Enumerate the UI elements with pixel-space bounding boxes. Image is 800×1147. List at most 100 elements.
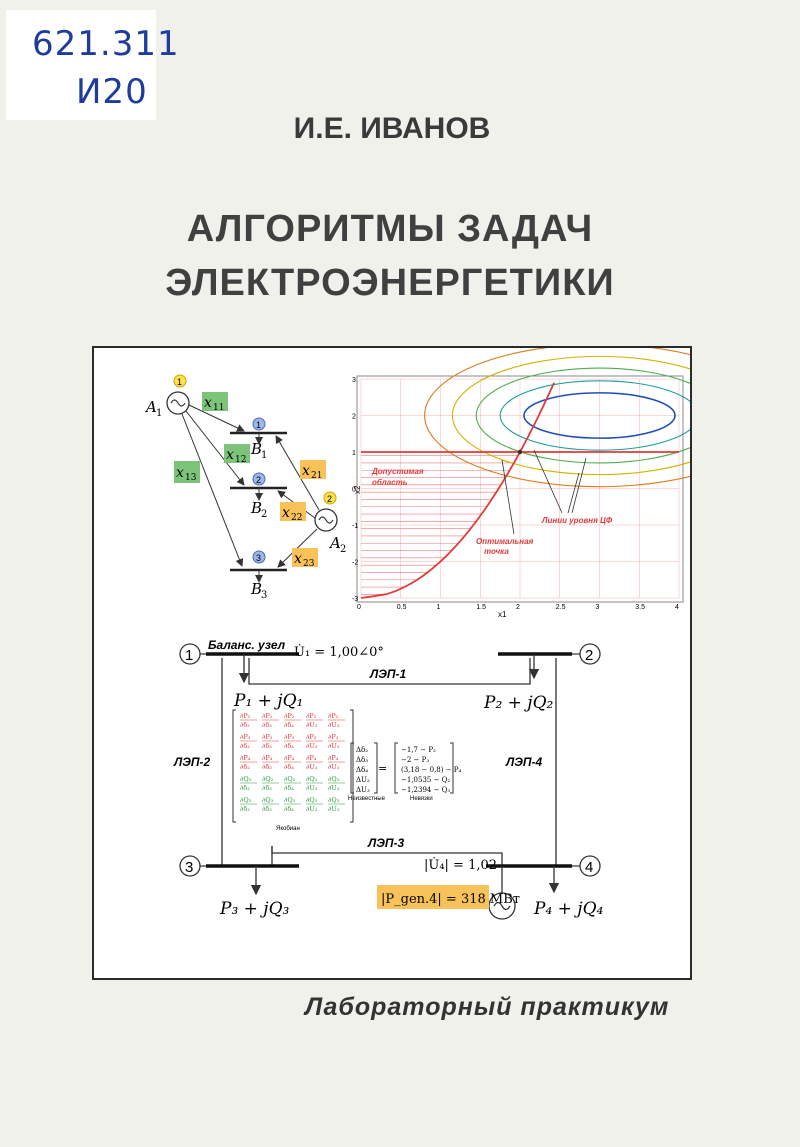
power-network: 1 2 3 4 P₁ + jQ₁ P₂ + jQ₂ P₃ + jQ₃ P₄ + …	[173, 638, 604, 920]
badge-2	[323, 491, 337, 505]
constraint-curve	[360, 382, 555, 599]
legend-optimal-2: точка	[484, 547, 509, 556]
jacobian-cell-num: ∂Q₃	[240, 796, 252, 804]
jacobian-cell-num: ∂P₄	[306, 754, 317, 762]
svg-text:x: x	[302, 463, 310, 479]
jacobian-cell-num: ∂P₄	[262, 754, 273, 762]
node-4	[579, 855, 601, 877]
xtick-1: 0.5	[397, 604, 407, 611]
var-x21	[300, 460, 326, 479]
jacobian-cell-num: ∂P₂	[284, 712, 295, 720]
title-line-2: ЭЛЕКТРОЭНЕРГЕТИКИ	[165, 262, 615, 304]
jacobian-cell-den: ∂U₂	[306, 784, 318, 792]
lep-2-label: ЛЭП-2	[173, 755, 210, 769]
balance-node-label: Баланс. узел	[208, 638, 286, 652]
author: И.Е. ИВАНОВ	[293, 112, 491, 145]
jacobian-cell-den: ∂δ₂	[240, 784, 250, 792]
u1-label: U̇₁ = 1,00∠0°	[294, 644, 384, 660]
jacobian-cell-num: ∂Q₂	[328, 775, 340, 783]
svg-text:2: 2	[327, 494, 332, 504]
jacobian-cell-den: ∂δ₄	[284, 805, 294, 813]
svg-text:=: =	[378, 762, 387, 775]
lep-1-label: ЛЭП-1	[369, 667, 406, 681]
title-line-1: АЛГОРИТМЫ ЗАДАЧ	[186, 208, 594, 250]
load-1: P₁ + jQ₁	[233, 691, 303, 711]
ytick-4: -1	[352, 523, 358, 530]
var-x13	[174, 461, 200, 483]
jacobian-cell-num: ∂Q₃	[284, 796, 296, 804]
unknown-2: Δδ₄	[356, 766, 368, 774]
label-b3: B	[250, 580, 262, 598]
residual-2: (3,18 − 0,8) − P₄	[401, 766, 462, 774]
illustration-svg: A 1 1 1 2 3 B 1 B 2 B	[144, 343, 775, 920]
svg-text:x: x	[226, 447, 234, 463]
svg-text:2: 2	[585, 647, 593, 664]
load-2: P₂ + jQ₂	[483, 693, 554, 713]
unknown-3: ΔU₂	[356, 776, 370, 784]
svg-text:1: 1	[261, 450, 267, 461]
jacobian-cell-den: ∂δ₂	[240, 763, 250, 771]
residuals-label: Невязки	[410, 796, 433, 802]
var-x12	[224, 444, 250, 463]
legend-levels: Линии уровня ЦФ	[541, 516, 613, 525]
level-line-0	[523, 392, 676, 439]
generator-a2-icon	[314, 508, 338, 532]
stamp-code: 621.311	[32, 24, 180, 64]
jacobian-cell-den: ∂δ₃	[262, 805, 272, 813]
svg-text:21: 21	[311, 471, 322, 481]
var-x11	[202, 392, 228, 411]
svg-text:11: 11	[213, 403, 224, 413]
ytick-1: 2	[352, 414, 356, 421]
jacobian-cell-den: ∂U₃	[328, 805, 340, 813]
stamp-index: И20	[76, 72, 148, 112]
illustration-frame: A 1 1 1 2 3 B 1 B 2 B	[92, 343, 775, 980]
legend-region-2: область	[372, 478, 408, 487]
jacobian-cell-den: ∂U₃	[328, 784, 340, 792]
svg-text:2: 2	[261, 509, 267, 520]
jacobian-cell-num: ∂P₂	[328, 712, 339, 720]
svg-text:13: 13	[185, 473, 197, 483]
jacobian-cell-den: ∂δ₄	[284, 742, 294, 750]
jacobian-cell-num: ∂P₃	[284, 733, 295, 741]
svg-text:3: 3	[261, 590, 267, 601]
footer-subtitle: Лабораторный практикум	[305, 993, 670, 1021]
jacobian-cell-num: ∂P₄	[240, 754, 251, 762]
svg-text:1: 1	[177, 377, 182, 387]
jacobian-cell-den: ∂δ₄	[284, 784, 294, 792]
node-2	[579, 643, 601, 665]
svg-text:2: 2	[340, 544, 346, 555]
residual-3: −1,0535 − Q₂	[401, 776, 450, 784]
jacobian-cell-den: ∂U₃	[328, 763, 340, 771]
jacobian-cell-num: ∂Q₃	[306, 796, 318, 804]
bus-marker-1	[252, 417, 266, 431]
svg-text:x: x	[294, 551, 302, 567]
svg-text:x: x	[282, 505, 290, 521]
jacobian-label: Якобиан	[276, 826, 300, 832]
jacobian-cell-den: ∂U₃	[328, 721, 340, 729]
ytick-0: 3	[352, 377, 356, 384]
svg-text:1: 1	[156, 408, 162, 419]
bus-marker-3	[252, 550, 266, 564]
svg-text:3: 3	[256, 553, 261, 563]
svg-text:3: 3	[185, 859, 193, 876]
node-1	[179, 643, 201, 665]
ytick-2: 1	[352, 450, 356, 457]
xtick-2: 1	[437, 604, 441, 611]
var-x23	[292, 548, 318, 567]
xtick-5: 2.5	[556, 604, 566, 611]
svg-text:x: x	[204, 395, 212, 411]
residual-4: −1,2394 − Q₃	[401, 786, 450, 794]
ytick-3: 0	[352, 487, 356, 494]
ytick-6: -3	[352, 596, 358, 603]
jacobian-cell-num: ∂P₄	[284, 754, 295, 762]
ytick-5: -2	[352, 560, 358, 567]
jacobian-cell-den: ∂U₂	[306, 805, 318, 813]
badge-1	[173, 374, 187, 388]
label-a1: A	[144, 398, 157, 416]
jacobian-cell-den: ∂δ₃	[262, 742, 272, 750]
svg-text:22: 22	[291, 513, 302, 523]
svg-text:1: 1	[256, 420, 261, 430]
jacobian-cell-num: ∂Q₃	[262, 796, 274, 804]
unknowns-label: Неизвестные	[348, 796, 386, 802]
